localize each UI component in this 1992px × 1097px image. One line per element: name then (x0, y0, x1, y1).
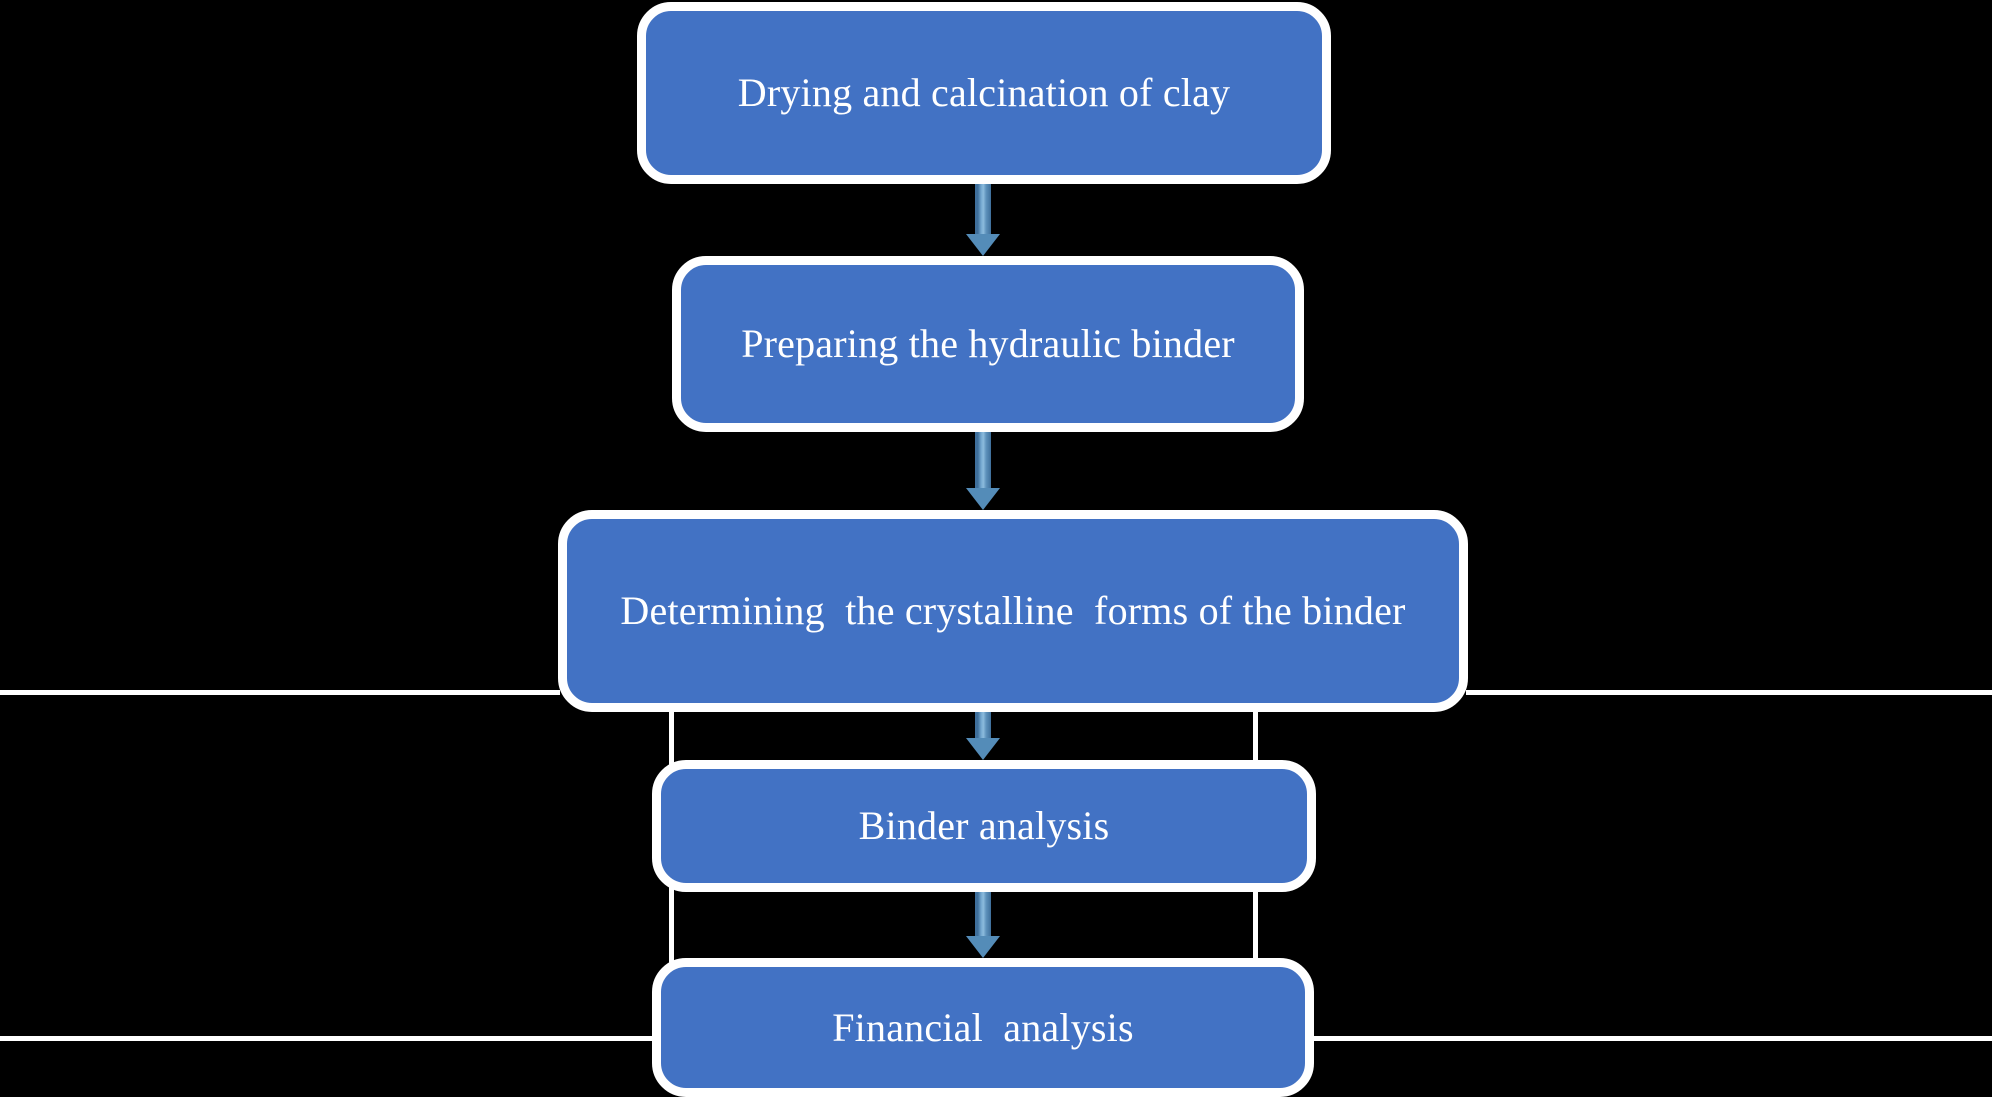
arrow-shaft (975, 184, 991, 234)
arrow-shaft (975, 888, 991, 936)
process-node-financial-analysis[interactable]: Financial analysis (652, 958, 1314, 1097)
process-node-label: Drying and calcination of clay (737, 70, 1231, 115)
connector-rule-lower-left (0, 1036, 654, 1041)
process-node-label: Financial analysis (832, 1004, 1134, 1050)
connector-rule-upper-right (1466, 690, 1992, 695)
arrow-shaft (975, 432, 991, 488)
process-node-preparing-binder[interactable]: Preparing the hydraulic binder (672, 256, 1304, 432)
arrow-dry-to-prepare (966, 184, 1000, 256)
arrow-binder-to-financial (966, 888, 1000, 958)
arrow-head-down-icon (966, 234, 1000, 256)
process-node-binder-analysis[interactable]: Binder analysis (652, 760, 1316, 892)
arrow-head-down-icon (966, 738, 1000, 760)
process-node-label: Determining the crystalline forms of the… (620, 588, 1406, 633)
connector-rule-lower-right (1314, 1036, 1992, 1041)
process-node-drying-calcination[interactable]: Drying and calcination of clay (637, 2, 1331, 184)
process-node-determining-crystalline-forms[interactable]: Determining the crystalline forms of the… (558, 510, 1468, 712)
arrow-head-down-icon (966, 488, 1000, 510)
connector-rule-upper-left (0, 690, 560, 695)
process-node-label: Preparing the hydraulic binder (741, 321, 1235, 366)
process-node-label: Binder analysis (858, 803, 1110, 848)
arrow-prepare-to-determine (966, 432, 1000, 510)
arrow-head-down-icon (966, 936, 1000, 958)
